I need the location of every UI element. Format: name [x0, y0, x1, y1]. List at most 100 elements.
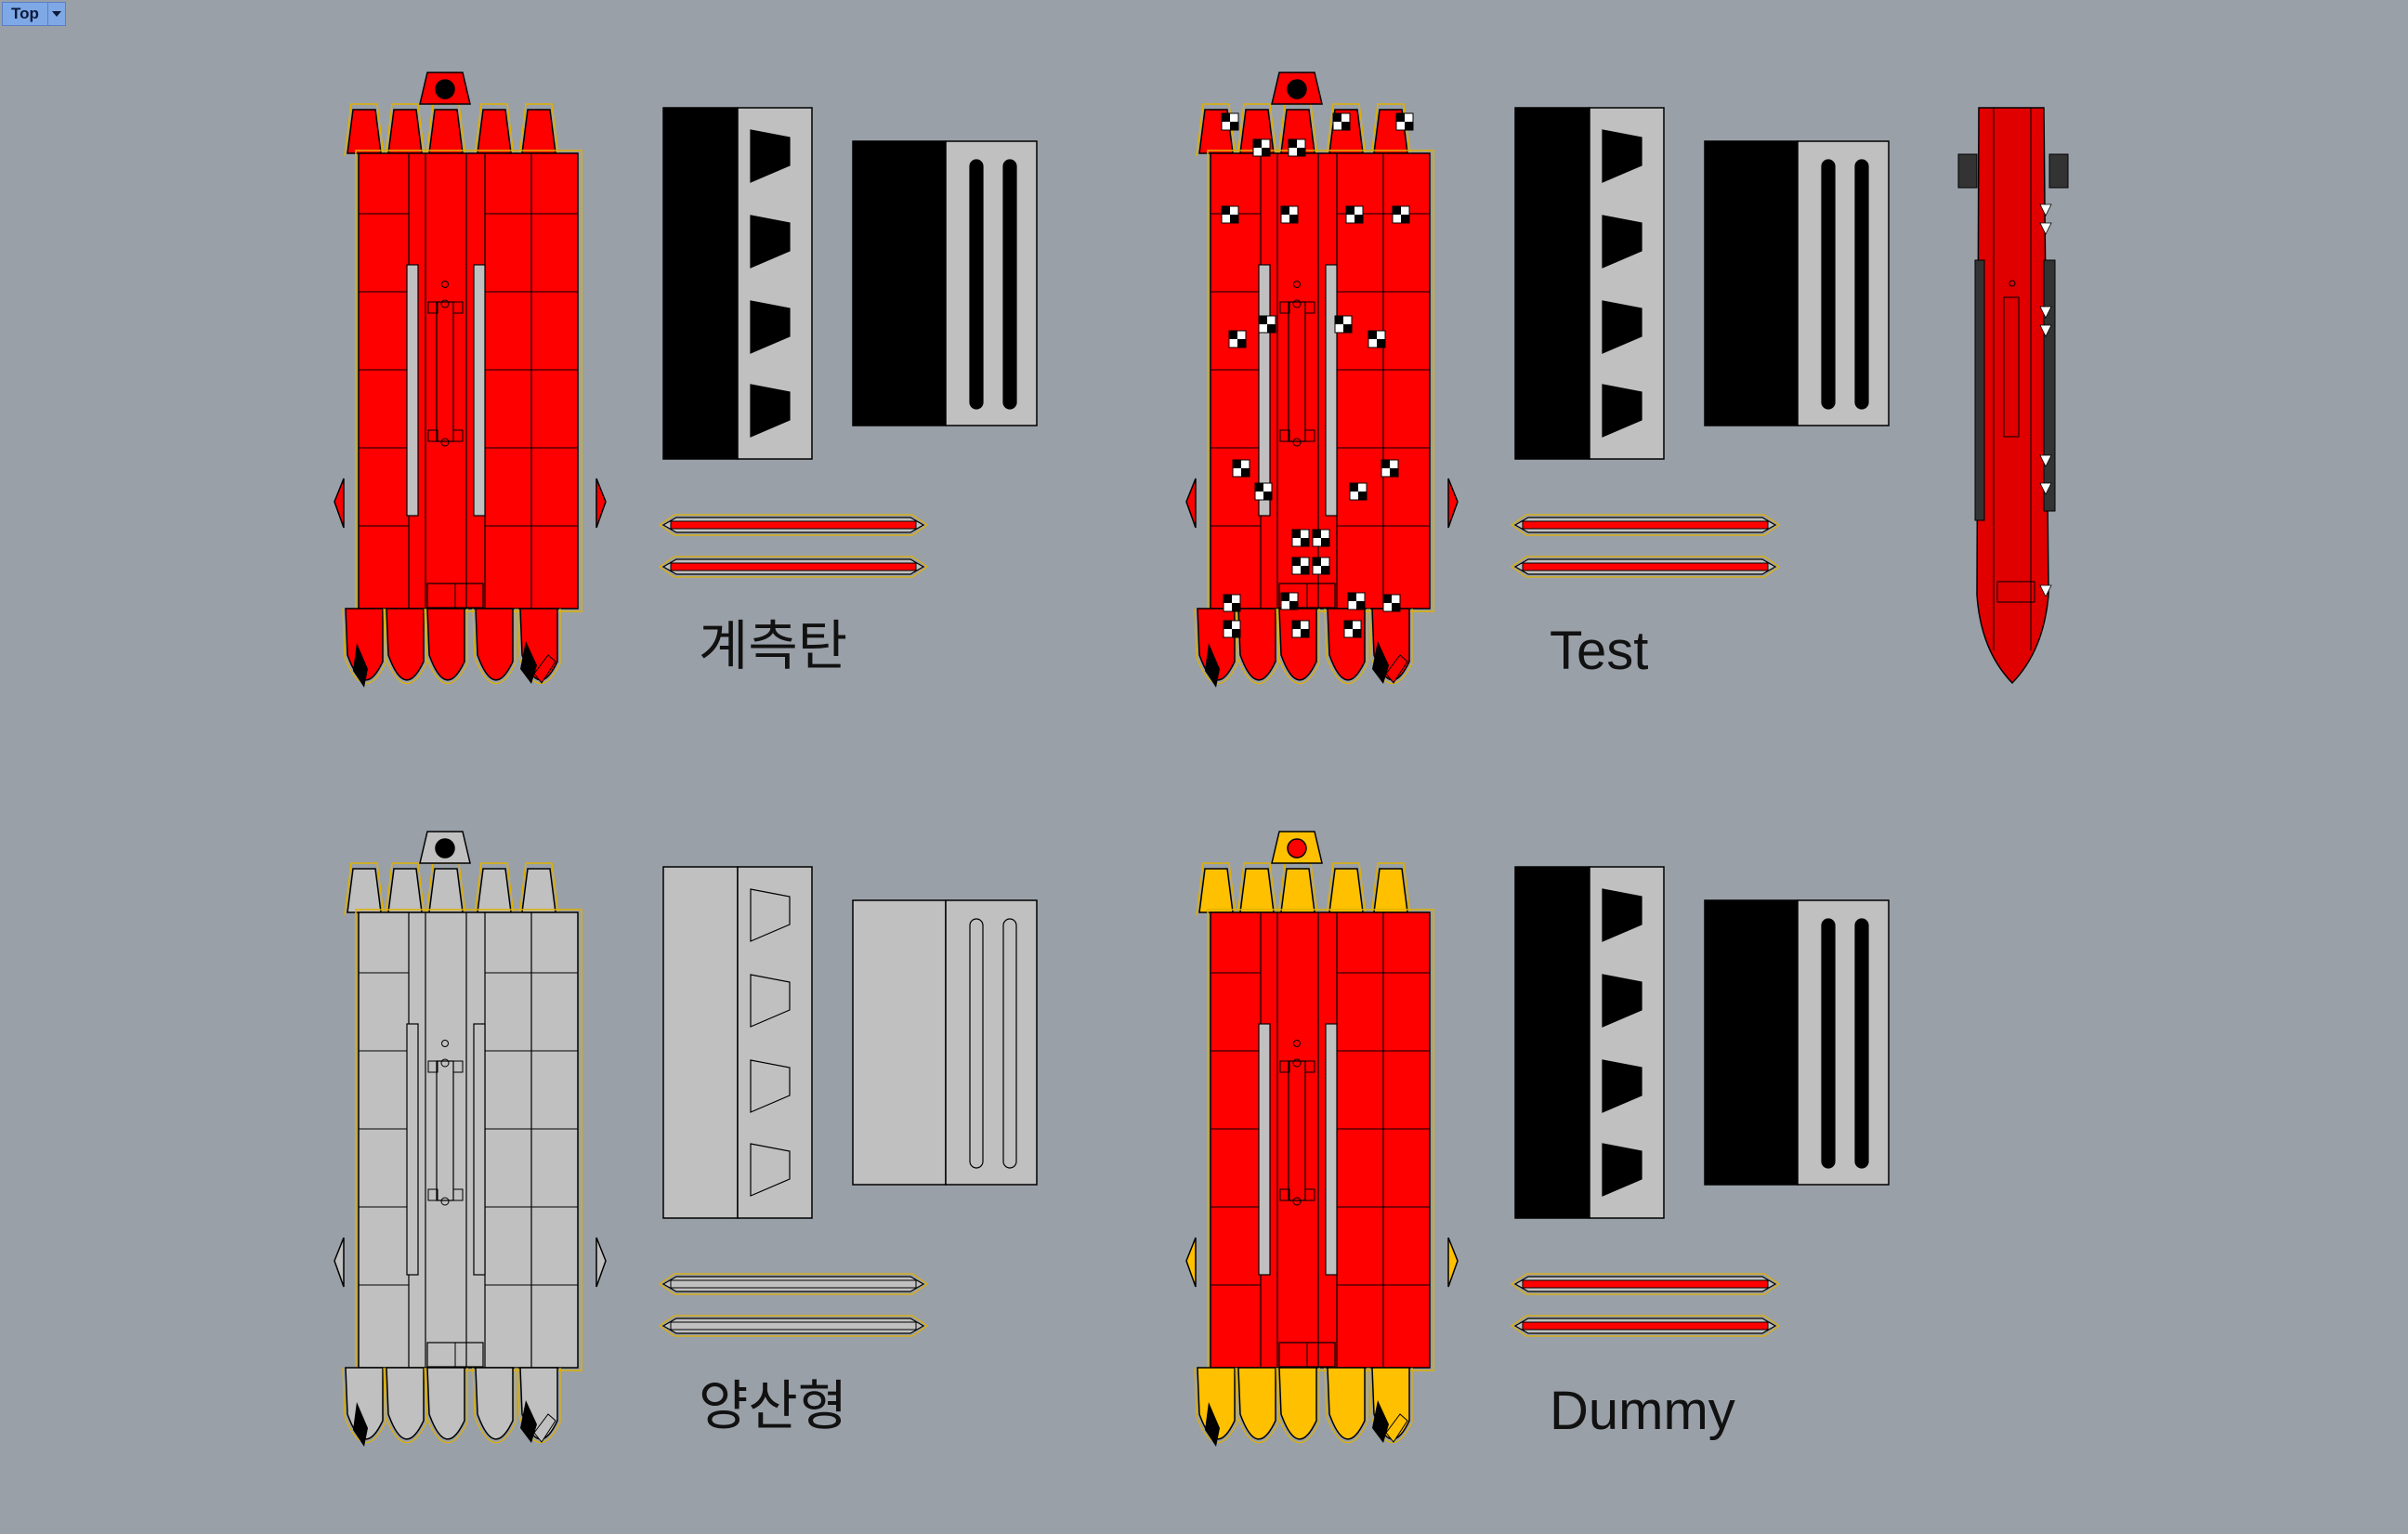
missile-wing-right — [2048, 153, 2069, 189]
viewport-name-label[interactable]: Top — [2, 2, 48, 26]
checker-cell — [1383, 595, 1392, 603]
checker-cell — [1350, 483, 1358, 492]
checker-cell — [1230, 122, 1238, 130]
strake-stripe — [1522, 1321, 1769, 1331]
missile-body — [1976, 107, 2049, 685]
tail-outline — [1276, 608, 1320, 685]
nose-panel — [428, 868, 464, 913]
wing-tab — [1602, 129, 1642, 183]
tail-panel — [386, 608, 425, 681]
sheet-label-dummy: Dummy — [1550, 1381, 1735, 1441]
nose-outline — [1326, 103, 1367, 157]
checker-cell — [1393, 206, 1401, 215]
sheet-label-instrumented: 계측탄 — [699, 614, 848, 677]
checker-cell — [1241, 468, 1250, 477]
nose-panel — [1280, 868, 1315, 913]
slot-tab — [452, 301, 464, 314]
nose-panel — [521, 868, 556, 913]
sheet-production — [334, 831, 1038, 1447]
pin-hole — [1292, 1197, 1302, 1206]
strake-stripe — [670, 1321, 917, 1331]
side-slot — [1258, 264, 1271, 517]
tail-outline — [517, 1367, 561, 1444]
checker-cell — [1321, 538, 1329, 546]
nose-outline — [1196, 862, 1237, 916]
tail-flap — [533, 654, 556, 684]
body-outline — [1207, 150, 1434, 612]
pin-hole — [441, 1040, 449, 1047]
checker-cell — [1224, 595, 1232, 603]
checker-cell — [1289, 215, 1298, 223]
checker-cell — [1392, 603, 1400, 611]
wing-slot — [1821, 159, 1836, 410]
missile-marker — [2039, 222, 2052, 235]
tail-outline — [424, 1367, 468, 1444]
strake-stripe — [670, 520, 917, 530]
missile-marker — [2039, 584, 2052, 597]
checker-cell — [1390, 468, 1398, 477]
nose-panel — [1328, 868, 1364, 913]
tail-outline — [1368, 1367, 1413, 1444]
body-panel — [358, 152, 579, 610]
side-slot — [406, 1023, 419, 1276]
checker-cell — [1232, 629, 1240, 637]
sheet-dummy — [1185, 831, 1890, 1447]
tail-panel — [1327, 1367, 1366, 1440]
slot-tab — [1304, 429, 1315, 442]
nose-panel — [1198, 868, 1234, 913]
tail-panel — [1237, 608, 1276, 681]
checker-cell — [1358, 492, 1367, 500]
checker-cell — [1356, 601, 1365, 610]
nose-panel — [347, 109, 382, 154]
nose-panel — [347, 868, 382, 913]
tail-panel — [1327, 608, 1366, 681]
strake-stripe — [1522, 520, 1769, 530]
viewport-menu-chevron-icon[interactable] — [47, 2, 66, 26]
slot-tab — [1279, 1060, 1290, 1073]
checker-cell — [1335, 316, 1343, 324]
checker-cell — [1377, 339, 1385, 347]
pin-hole — [441, 281, 449, 288]
missile-marker — [2039, 306, 2052, 319]
checker-cell — [1343, 324, 1352, 333]
tail-flap — [533, 1413, 556, 1443]
wing-tab — [1602, 215, 1642, 269]
wing-tab — [750, 1059, 791, 1113]
strake-stripe — [670, 1279, 917, 1289]
tail-panel — [475, 608, 514, 681]
body-panel — [358, 911, 579, 1369]
side-slot — [1325, 264, 1338, 517]
checker-cell — [1381, 460, 1390, 468]
slot-tab — [427, 1060, 438, 1073]
pin-hole — [440, 438, 450, 447]
pin-hole — [1293, 281, 1301, 288]
side-fin-right — [1447, 1237, 1459, 1288]
tail-black-tip — [353, 643, 368, 688]
missile-pin — [2009, 280, 2016, 287]
checker-cell — [1353, 629, 1361, 637]
wing-panel-1-left — [1514, 107, 1590, 460]
checker-cell — [1233, 460, 1241, 468]
nose-panel — [428, 109, 464, 154]
wing-tab — [750, 1143, 791, 1197]
tail-outline — [1324, 1367, 1368, 1444]
nose-outline — [474, 862, 515, 916]
wing-panel-1-left — [662, 866, 739, 1219]
nose-panel — [477, 868, 512, 913]
sheet-label-test: Test — [1550, 621, 1649, 681]
slot-tab — [1279, 301, 1290, 314]
checker-cell — [1348, 593, 1356, 601]
nose-outline — [518, 862, 559, 916]
wing-tab — [750, 300, 791, 354]
wing-tab — [1602, 384, 1642, 438]
side-fin-right — [595, 1237, 607, 1288]
missile-strake-left — [1974, 259, 1985, 521]
body-panel — [1210, 911, 1431, 1369]
viewport-tab[interactable]: Top — [2, 2, 66, 26]
wing-panel-2-left — [852, 899, 947, 1186]
nose-outline — [1370, 862, 1411, 916]
strake-outline — [658, 1273, 929, 1295]
tail-panel — [426, 608, 465, 681]
